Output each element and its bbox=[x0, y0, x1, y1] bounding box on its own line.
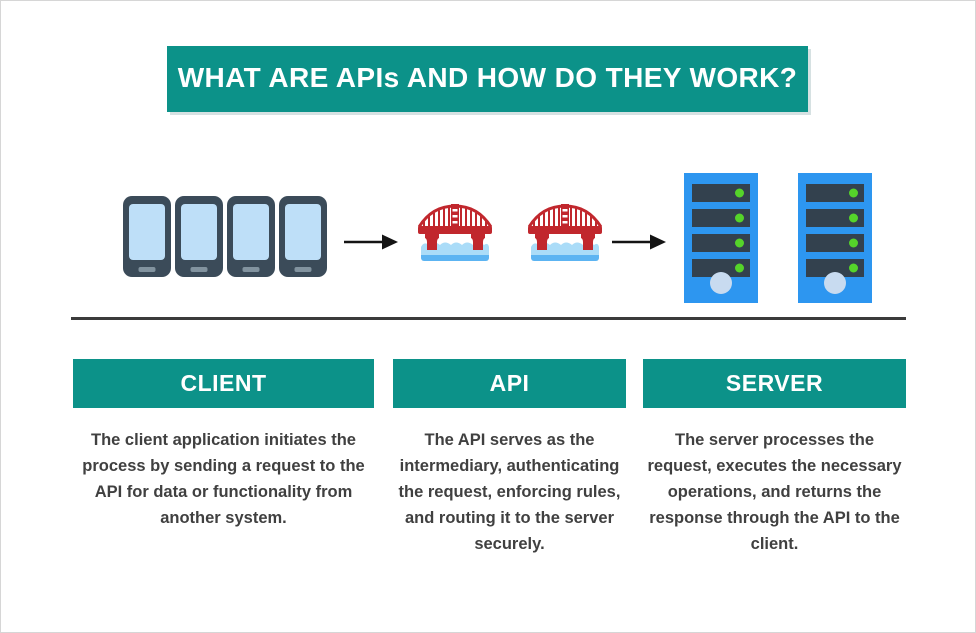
led-indicator bbox=[849, 213, 858, 223]
phone-home-button bbox=[294, 267, 312, 272]
server-slot bbox=[806, 184, 864, 202]
led-indicator bbox=[735, 188, 744, 198]
led-indicator bbox=[735, 213, 744, 223]
title-banner: WHAT ARE APIs AND HOW DO THEY WORK? bbox=[167, 46, 808, 112]
phone-home-button bbox=[242, 267, 260, 272]
smartphone-icon bbox=[279, 196, 327, 277]
server-icon bbox=[798, 173, 872, 303]
api-description: The API serves as the intermediary, auth… bbox=[398, 431, 621, 553]
led-indicator bbox=[849, 263, 858, 273]
client-devices-group bbox=[123, 196, 327, 277]
arrow-right-icon bbox=[344, 234, 398, 250]
server-slot bbox=[692, 234, 750, 252]
bridge-icon bbox=[528, 204, 602, 261]
phone-screen bbox=[181, 204, 217, 260]
server-slot bbox=[692, 259, 750, 277]
server-slot bbox=[692, 209, 750, 227]
server-power-button bbox=[824, 272, 846, 294]
client-header: CLIENT bbox=[73, 359, 374, 408]
phone-home-button bbox=[190, 267, 208, 272]
phone-screen bbox=[129, 204, 165, 260]
client-description: The client application initiates the pro… bbox=[82, 431, 365, 527]
led-indicator bbox=[735, 238, 744, 248]
column-client: CLIENT The client application initiates … bbox=[73, 359, 374, 531]
server-slot bbox=[806, 209, 864, 227]
led-indicator bbox=[849, 188, 858, 198]
server-slots bbox=[692, 184, 750, 277]
server-description: The server processes the request, execut… bbox=[647, 431, 902, 553]
server-slot bbox=[806, 259, 864, 277]
server-power-button bbox=[710, 272, 732, 294]
divider-line bbox=[71, 317, 906, 320]
column-api: API The API serves as the intermediary, … bbox=[393, 359, 626, 557]
bridge-icon bbox=[418, 204, 492, 261]
smartphone-icon bbox=[123, 196, 171, 277]
led-indicator bbox=[735, 263, 744, 273]
api-header-label: API bbox=[489, 370, 530, 396]
phone-screen bbox=[233, 204, 269, 260]
page-title: WHAT ARE APIs AND HOW DO THEY WORK? bbox=[177, 62, 798, 93]
led-indicator bbox=[849, 238, 858, 248]
server-slots bbox=[806, 184, 864, 277]
server-slot bbox=[692, 184, 750, 202]
servers-group bbox=[684, 173, 872, 303]
phone-home-button bbox=[138, 267, 156, 272]
phone-screen bbox=[285, 204, 321, 260]
api-header: API bbox=[393, 359, 626, 408]
api-bridges-group bbox=[418, 197, 602, 265]
server-header: SERVER bbox=[643, 359, 906, 408]
client-header-label: CLIENT bbox=[180, 370, 267, 396]
server-icon bbox=[684, 173, 758, 303]
smartphone-icon bbox=[175, 196, 223, 277]
column-server: SERVER The server processes the request,… bbox=[643, 359, 906, 557]
smartphone-icon bbox=[227, 196, 275, 277]
server-header-label: SERVER bbox=[725, 370, 824, 396]
server-slot bbox=[806, 234, 864, 252]
arrow-right-icon bbox=[612, 234, 666, 250]
